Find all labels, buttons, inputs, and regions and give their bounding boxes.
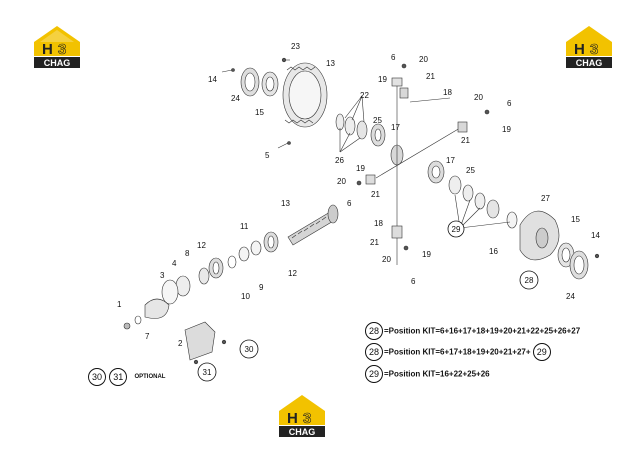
kit-line-2: 28=Position KIT=6+17+18+19+20+21+27+ 29	[365, 343, 552, 361]
callout-19: 19	[502, 125, 511, 134]
callout-13: 13	[326, 59, 335, 68]
callout-18: 18	[374, 219, 383, 228]
optional-label: OPTIONAL	[134, 374, 166, 380]
circled-labels: 29 28 30 31	[197, 220, 539, 382]
callout-1: 1	[117, 300, 122, 309]
callout-17: 17	[391, 123, 400, 132]
callout-26: 26	[335, 156, 344, 165]
kit-text: =Position KIT=16+22+25+26	[384, 369, 490, 379]
callout-12: 12	[288, 269, 297, 278]
callout-21: 21	[370, 238, 379, 247]
callout-12: 12	[197, 241, 206, 250]
kit-line-1: 28=Position KIT=6+16+17+18+19+20+21+22+2…	[365, 322, 580, 340]
callout-19: 19	[378, 75, 387, 84]
logo-text: CHAG	[44, 58, 71, 68]
callout-2: 2	[178, 339, 183, 348]
logo-text: CHAG	[289, 427, 316, 437]
callout-27: 27	[541, 194, 550, 203]
callout-21: 21	[461, 136, 470, 145]
kit-text: =Position KIT=6+17+18+19+20+21+27+	[384, 347, 531, 357]
pinion-shaft	[287, 211, 336, 246]
callout-8: 8	[185, 249, 190, 258]
logo-letter: H	[574, 41, 585, 58]
callout-5: 5	[265, 151, 270, 160]
logo-letter: H	[42, 41, 53, 58]
callout-6: 6	[411, 277, 416, 286]
callout-6: 6	[391, 53, 396, 62]
callout-20: 20	[419, 55, 428, 64]
optional-badge-30: 30	[88, 368, 106, 386]
callout-10: 10	[241, 292, 250, 301]
kit-badge: 29	[365, 365, 383, 383]
callout-25: 25	[466, 166, 475, 175]
callout-11: 11	[240, 222, 249, 231]
callout-16: 16	[489, 247, 498, 256]
callout-6: 6	[507, 99, 512, 108]
callout-24: 24	[231, 94, 240, 103]
kit-line-3: 29=Position KIT=16+22+25+26	[365, 365, 490, 383]
callout-14: 14	[591, 231, 600, 240]
callout-24: 24	[566, 292, 575, 301]
callout-3: 3	[160, 271, 165, 280]
flange	[144, 298, 170, 319]
logo-text: CHAG	[576, 58, 603, 68]
badge-29: 29	[452, 225, 461, 234]
logo-top-left: H 3 CHAG	[30, 24, 84, 70]
logo-number: 3	[590, 41, 598, 58]
callout-labels: 23 13 14 24 15 22 25 17 26 5 6 20 19 21 …	[117, 42, 600, 348]
optional-legend: 30 31 OPTIONAL	[88, 368, 165, 386]
callout-19: 19	[422, 250, 431, 259]
callout-21: 21	[371, 190, 380, 199]
callout-17: 17	[446, 156, 455, 165]
kit-badge: 28	[365, 343, 383, 361]
callout-20: 20	[337, 177, 346, 186]
logo-number: 3	[58, 41, 66, 58]
logo-letter: H	[287, 410, 298, 427]
callout-22: 22	[360, 91, 369, 100]
kit-badge: 28	[365, 322, 383, 340]
callout-6: 6	[347, 199, 352, 208]
optional-badge-31: 31	[109, 368, 128, 386]
badge-31: 31	[203, 368, 212, 377]
badge-28: 28	[525, 276, 534, 285]
callout-14: 14	[208, 75, 217, 84]
callout-25: 25	[373, 116, 382, 125]
callout-9: 9	[259, 283, 264, 292]
callout-7: 7	[145, 332, 150, 341]
callout-15: 15	[255, 108, 264, 117]
kit-text: =Position KIT=6+16+17+18+19+20+21+22+25+…	[384, 326, 581, 336]
callout-18: 18	[443, 88, 452, 97]
callout-15: 15	[571, 215, 580, 224]
callout-21: 21	[426, 72, 435, 81]
callout-20: 20	[382, 255, 391, 264]
callout-23: 23	[291, 42, 300, 51]
logo-top-right: H 3 CHAG	[562, 24, 616, 70]
callout-4: 4	[172, 259, 177, 268]
housing	[184, 321, 216, 361]
logo-number: 3	[303, 410, 311, 427]
callout-19: 19	[356, 164, 365, 173]
callout-13: 13	[281, 199, 290, 208]
logo-bottom-center: H 3 CHAG	[275, 393, 329, 439]
badge-30: 30	[245, 345, 254, 354]
diagram-artwork	[123, 57, 600, 365]
callout-20: 20	[474, 93, 483, 102]
kit-badge-2: 29	[532, 343, 551, 361]
